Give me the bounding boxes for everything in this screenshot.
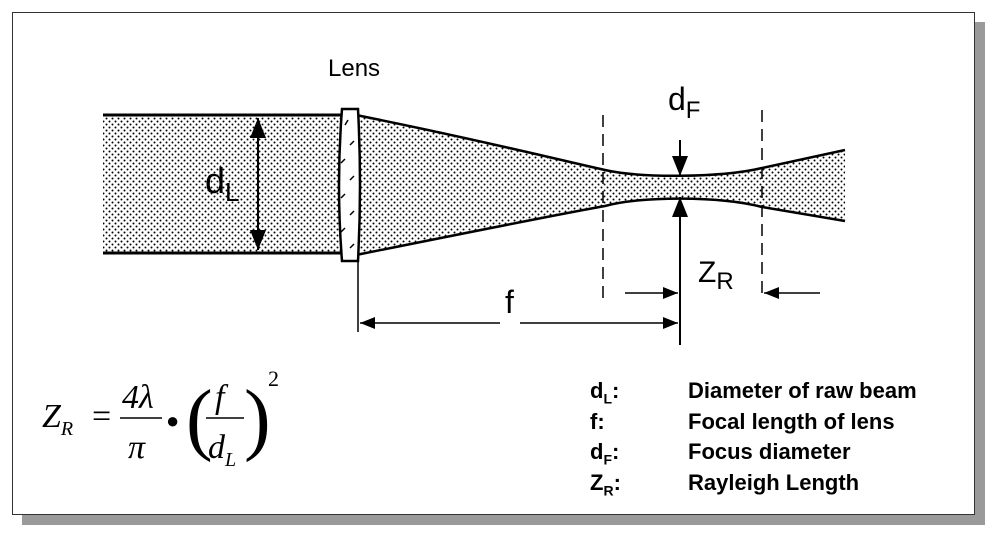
legend-description: Focus diameter bbox=[688, 439, 851, 464]
legend-symbol: dL: bbox=[590, 378, 620, 407]
svg-text:dL: dL bbox=[208, 429, 236, 471]
focused-beam bbox=[356, 115, 845, 255]
svg-text:4λ: 4λ bbox=[122, 379, 154, 416]
rayleigh-formula: ZR = 4λ π ● ( f dL ) 2 bbox=[42, 366, 279, 471]
raw-beam bbox=[103, 113, 343, 255]
lens-label: Lens bbox=[328, 55, 380, 82]
rayleigh-boundaries bbox=[602, 110, 763, 300]
svg-text:): ) bbox=[244, 375, 271, 463]
svg-text:2: 2 bbox=[268, 366, 279, 391]
legend-description: Rayleigh Length bbox=[688, 470, 860, 495]
svg-text:(: ( bbox=[186, 375, 213, 463]
svg-text:π: π bbox=[128, 429, 146, 466]
svg-text:ZR: ZR bbox=[42, 398, 73, 440]
f-label: f bbox=[505, 284, 514, 320]
legend-description: Diameter of raw beam bbox=[688, 378, 917, 403]
legend-description: Focal length of lens bbox=[688, 409, 895, 434]
legend-symbol: f: bbox=[590, 409, 605, 434]
svg-text:=: = bbox=[92, 398, 111, 435]
svg-text:●: ● bbox=[166, 408, 179, 433]
svg-text:f: f bbox=[215, 379, 229, 416]
legend-symbol: ZR: bbox=[590, 470, 621, 499]
legend-symbol: dF: bbox=[590, 439, 620, 468]
dF-label: dF bbox=[668, 81, 700, 124]
lens bbox=[337, 107, 362, 263]
dL-label: dL bbox=[205, 160, 240, 207]
zr-label: ZR bbox=[698, 256, 734, 295]
diagram-frame bbox=[12, 12, 975, 515]
